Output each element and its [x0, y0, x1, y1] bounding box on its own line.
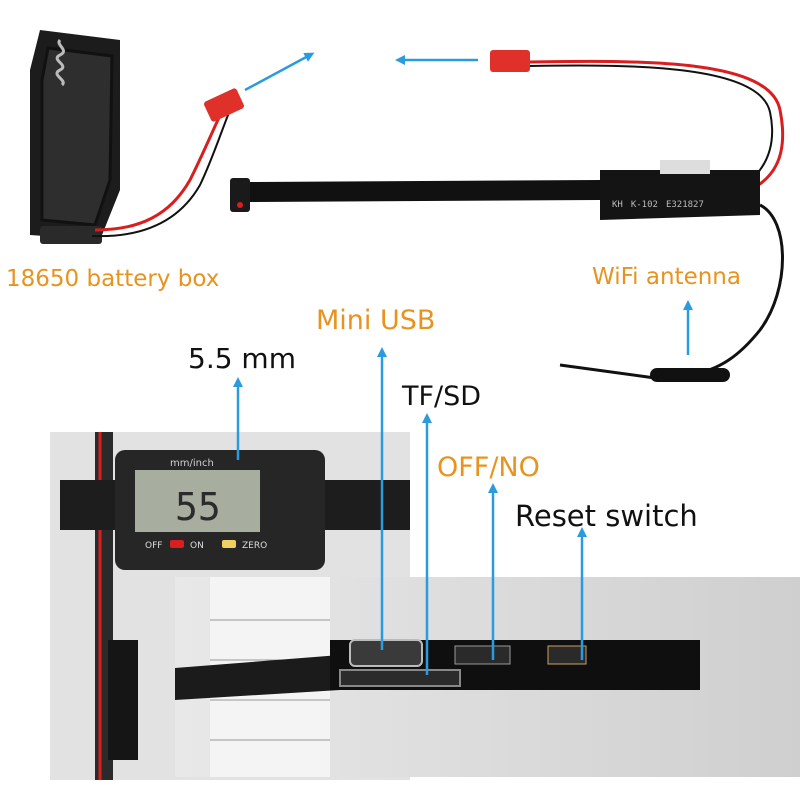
off-no-label: OFF/NO [437, 452, 540, 483]
mini-usb-label: Mini USB [316, 305, 436, 336]
svg-text:ON: ON [190, 541, 204, 551]
svg-text:OFF: OFF [145, 541, 162, 551]
battery-box-label: 18650 battery box [6, 266, 220, 292]
tf-sd-label: TF/SD [402, 381, 482, 412]
battery-box-image [30, 30, 244, 244]
svg-text:55: 55 [175, 485, 221, 529]
reset-switch-label: Reset switch [515, 499, 698, 533]
thickness-label: 5.5 mm [188, 342, 296, 375]
svg-text:ZERO: ZERO [242, 541, 267, 551]
wifi-antenna-label: WiFi antenna [592, 264, 741, 290]
svg-text:mm/inch: mm/inch [170, 458, 214, 469]
board-closeup-image [175, 577, 800, 777]
arrow-icon [244, 52, 315, 92]
